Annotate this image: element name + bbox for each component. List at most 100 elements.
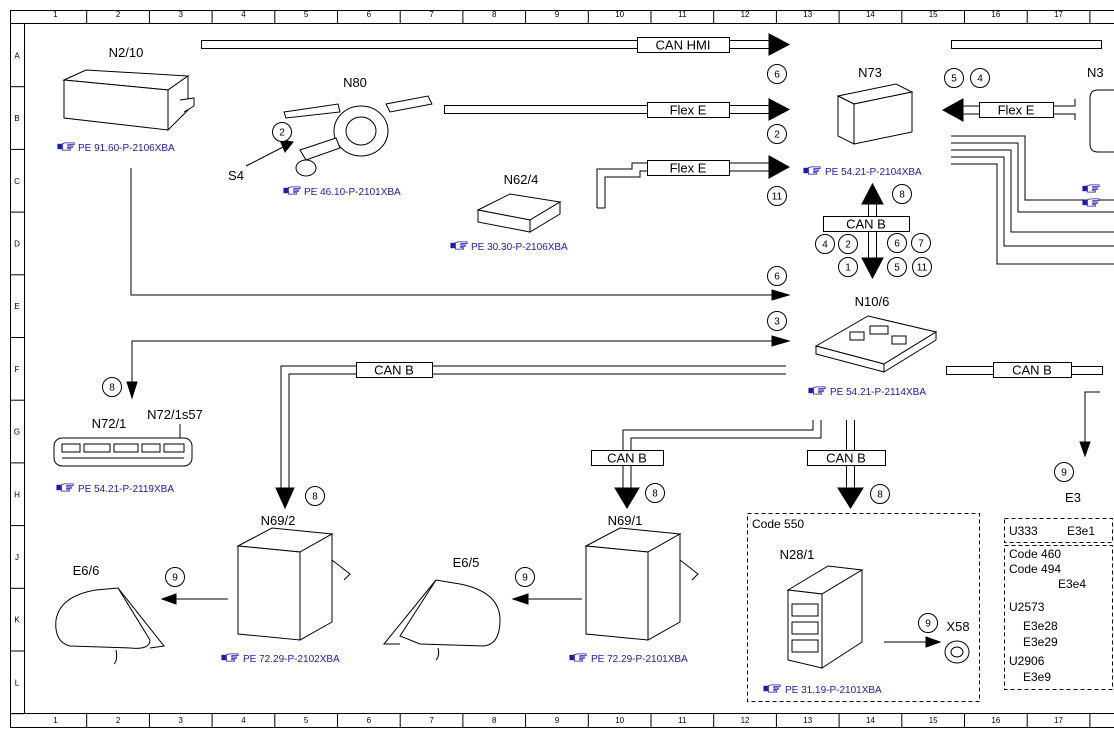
n80-steering-switch-icon [283, 95, 433, 177]
grid-col-bottom-7: 7 [429, 716, 434, 725]
grid-col-top-7: 7 [429, 10, 434, 19]
pointing-hand-icon [1082, 184, 1100, 193]
can-b-label-n28: CAN B [826, 451, 866, 466]
n62-4-ref[interactable]: PE 30.30-P-2106XBA [471, 242, 568, 253]
marker-circle [870, 484, 890, 504]
grid-row-C: C [14, 177, 20, 186]
can-b-label-right: CAN B [1012, 363, 1052, 378]
grid-col-bottom-1: 1 [53, 716, 58, 725]
n10-6-module-icon [814, 315, 938, 373]
marker-circle [944, 68, 964, 88]
marker-circle [165, 567, 185, 587]
marker-number: 9 [522, 573, 528, 584]
pointing-hand-icon [57, 142, 75, 151]
grid-row-D: D [14, 239, 20, 248]
n80-ref[interactable]: PE 46.10-P-2101XBA [304, 187, 401, 198]
n69-1-module-icon [584, 527, 699, 641]
grid-col-top-1: 1 [53, 10, 58, 19]
grid-col-top-5: 5 [304, 10, 309, 19]
grid-col-top-15: 15 [929, 10, 938, 19]
component-n72-1: N72/1 N72/1s57 PE 54.21-P-2119XBA [53, 407, 203, 495]
grid-col-bottom-15: 15 [929, 716, 938, 725]
marker-circle [767, 311, 787, 331]
grid-row-J: J [15, 553, 19, 562]
marker-circle [887, 257, 907, 277]
marker-number: 6 [774, 70, 780, 81]
n69-1-label: N69/1 [608, 513, 643, 528]
grid-column-ticks: 1122334455667788991010111112121313141415… [53, 10, 1091, 728]
e3e9-label: E3e9 [1023, 670, 1051, 684]
grid-col-top-4: 4 [241, 10, 246, 19]
e3e1-label: E3e1 [1067, 524, 1095, 538]
n72-1-label: N72/1 [92, 416, 127, 431]
marker-circle [305, 486, 325, 506]
marker-circle [515, 567, 535, 587]
pointing-hand-icon [450, 241, 468, 250]
grid-row-L: L [15, 678, 20, 687]
marker-number: 8 [899, 190, 905, 201]
marker-number: 9 [1061, 468, 1067, 479]
grid-col-bottom-13: 13 [803, 716, 812, 725]
e3e29-label: E3e29 [1023, 635, 1058, 649]
marker-circle [767, 124, 787, 144]
n3-module-icon [1089, 89, 1114, 153]
marker-number: 9 [925, 619, 931, 630]
grid-col-bottom-9: 9 [555, 716, 560, 725]
s4-label: S4 [228, 168, 244, 183]
flex-e-label-n3: Flex E [998, 103, 1035, 118]
grid-row-H: H [14, 490, 20, 499]
n69-1-ref[interactable]: PE 72.29-P-2101XBA [591, 654, 688, 665]
marker-number: 9 [172, 573, 178, 584]
code-550-title: Code 550 [752, 517, 804, 531]
u2906-label: U2906 [1009, 654, 1045, 668]
component-n73: N73 PE 54.21-P-2104XBA [803, 65, 922, 178]
marker-number: 2 [774, 130, 780, 141]
marker-number: 4 [822, 240, 828, 251]
grid-col-bottom-2: 2 [116, 716, 121, 725]
marker-number: 5 [894, 263, 900, 274]
marker-circle [272, 122, 292, 142]
marker-circle [838, 257, 858, 277]
e3-label: E3 [1065, 490, 1081, 505]
marker-circle [767, 186, 787, 206]
component-e6-5: E6/5 [382, 555, 501, 661]
e3e4-label: E3e4 [1058, 577, 1086, 591]
marker-number: 5 [951, 74, 957, 85]
marker-number: 7 [918, 239, 924, 250]
grid-col-bottom-6: 6 [367, 716, 372, 725]
marker-circle [838, 234, 858, 254]
n80-label: N80 [343, 75, 367, 90]
pointing-hand-icon [763, 684, 781, 693]
marker-circle [892, 184, 912, 204]
n10-6-ref[interactable]: PE 54.21-P-2114XBA [830, 387, 926, 398]
grid-row-A: A [14, 51, 20, 60]
n69-2-module-icon [236, 527, 351, 641]
code-494-label: Code 494 [1009, 562, 1061, 576]
marker-circle [912, 257, 932, 277]
can-hmi-label: CAN HMI [656, 38, 711, 53]
x58-label: X58 [946, 619, 969, 634]
marker-number: 8 [652, 489, 658, 500]
n2-10-ref[interactable]: PE 91.60-P-2106XBA [78, 143, 175, 154]
n69-2-ref[interactable]: PE 72.29-P-2102XBA [243, 654, 340, 665]
component-n69-2: N69/2 PE 72.29-P-2102XBA [221, 513, 351, 665]
e6-5-mirror-icon [382, 579, 501, 661]
grid-row-F: F [15, 365, 20, 374]
grid-col-bottom-12: 12 [741, 716, 750, 725]
n28-1-ref[interactable]: PE 31.19-P-2101XBA [785, 685, 882, 696]
pointing-hand-icon [808, 386, 826, 395]
marker-circle [1054, 462, 1074, 482]
component-n69-1: N69/1 PE 72.29-P-2101XBA [569, 513, 699, 665]
grid-col-top-13: 13 [803, 10, 812, 19]
can-b-label-n69-1: CAN B [607, 451, 647, 466]
flex-e-label-n62: Flex E [670, 161, 707, 176]
grid-col-bottom-3: 3 [179, 716, 184, 725]
n62-4-module-icon [476, 193, 562, 233]
grid-col-bottom-14: 14 [866, 716, 875, 725]
n28-1-label: N28/1 [780, 547, 815, 562]
marker-number: 11 [917, 263, 928, 274]
marker-circle [815, 234, 835, 254]
n73-ref[interactable]: PE 54.21-P-2104XBA [825, 167, 922, 178]
n72-1-ref[interactable]: PE 54.21-P-2119XBA [78, 484, 174, 495]
